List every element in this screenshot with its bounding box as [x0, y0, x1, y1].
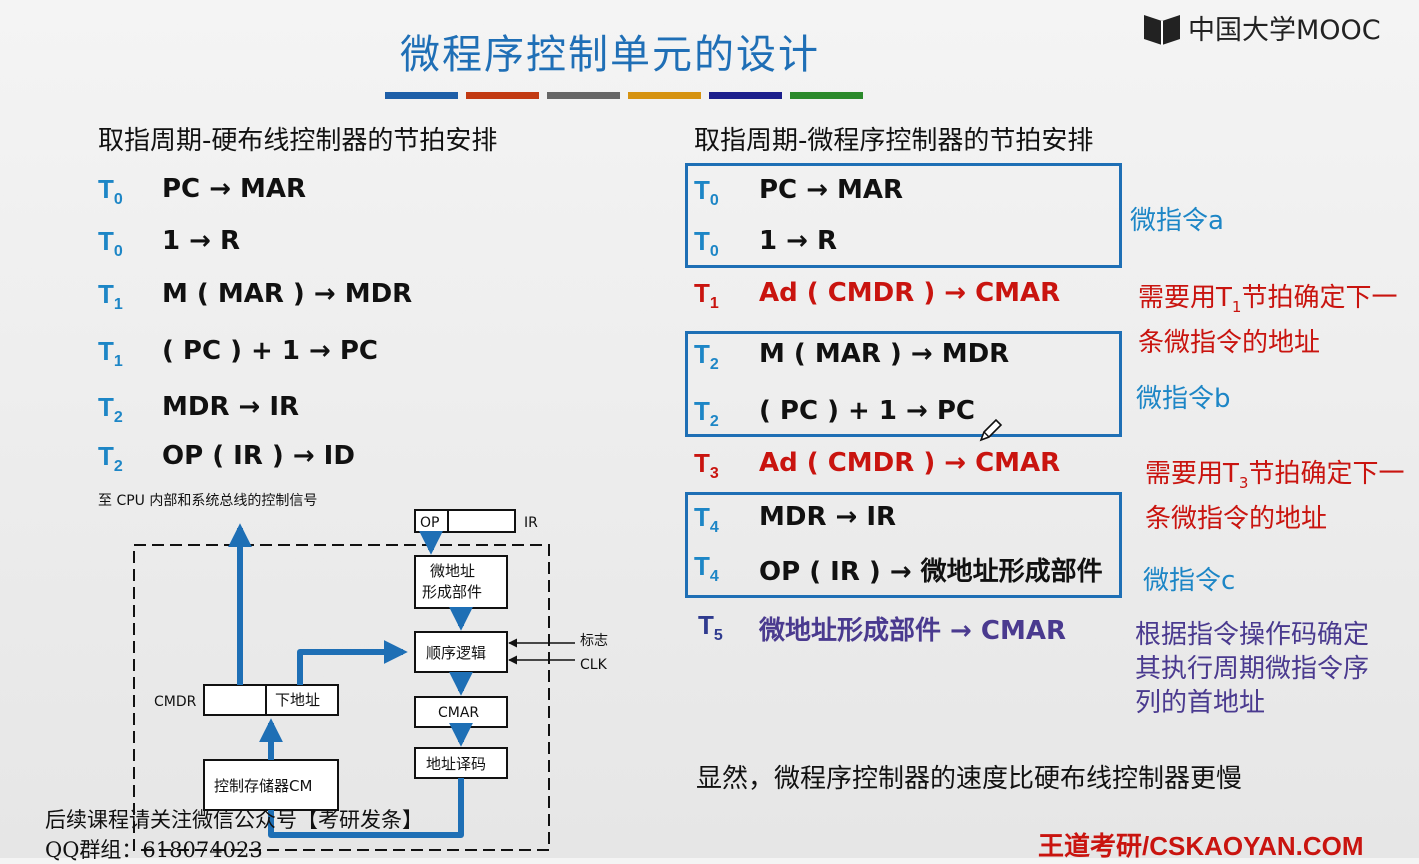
micro-instruction-c-box [685, 492, 1122, 598]
logo-text: 中国大学MOOC [1188, 15, 1381, 46]
controller-boundary [133, 544, 550, 851]
right-t-label: T2 [694, 339, 719, 374]
micro-instruction-a-label: 微指令a [1130, 206, 1224, 236]
op-field-label: OP [420, 515, 439, 531]
accent-bar [385, 92, 458, 99]
cmar-label: CMAR [438, 705, 479, 721]
mooc-logo: 中国大学MOOC [1142, 8, 1381, 47]
right-stmt: M ( MAR ) → MDR [759, 339, 1010, 369]
right-t-label: T4 [694, 551, 719, 586]
right-stmt: 微地址形成部件 → CMAR [759, 616, 1066, 646]
right-t-label: T1 [694, 278, 719, 313]
cmdr-register [203, 684, 339, 716]
note-t1: 需要用T1节拍确定下一条微指令的地址 [1138, 283, 1398, 359]
cmdr-label: CMDR [154, 694, 197, 710]
accent-bar [709, 92, 782, 99]
accent-bar [547, 92, 620, 99]
sequence-logic-label: 顺序逻辑 [426, 644, 486, 662]
micro-address-generator-label: 微地址 [430, 562, 475, 580]
accent-bar [628, 92, 701, 99]
address-decoder-label: 地址译码 [426, 755, 486, 773]
left-stmt: OP ( IR ) → ID [162, 441, 355, 471]
overlay-wechat-text: 后续课程请关注微信公众号【考研发条】 [45, 808, 423, 832]
micro-address-generator-label: 形成部件 [422, 583, 482, 601]
micro-instruction-a-box [685, 163, 1122, 268]
pen-cursor-icon [979, 418, 1003, 442]
right-t-label: T5 [698, 610, 723, 645]
right-stmt: ( PC ) + 1 → PC [759, 396, 976, 426]
overlay-qq-text: QQ群组：618074023 [45, 838, 263, 862]
left-stmt: M ( MAR ) → MDR [162, 279, 413, 309]
left-t-label: T1 [98, 336, 123, 371]
accent-bar [466, 92, 539, 99]
control-store [203, 759, 339, 811]
left-stmt: 1 → R [162, 226, 240, 256]
left-stmt: PC → MAR [162, 174, 307, 204]
right-t-label: T2 [694, 396, 719, 431]
sequence-logic [414, 631, 508, 673]
right-stmt: Ad ( CMDR ) → CMAR [759, 278, 1061, 308]
control-store-label: 控制存储器CM [214, 777, 312, 795]
left-t-label: T1 [98, 279, 123, 314]
micro-instruction-b-box [685, 331, 1122, 437]
right-stmt: Ad ( CMDR ) → CMAR [759, 448, 1061, 478]
micro-address-generator [414, 555, 508, 609]
right-stmt: OP ( IR ) → 微地址形成部件 [759, 557, 1103, 587]
left-t-label: T0 [98, 174, 123, 209]
left-heading: 取指周期-硬布线控制器的节拍安排 [98, 126, 498, 156]
left-t-label: T0 [98, 226, 123, 261]
clk-label: CLK [580, 657, 608, 673]
left-t-label: T2 [98, 392, 123, 427]
right-heading: 取指周期-微程序控制器的节拍安排 [694, 126, 1094, 156]
left-stmt: ( PC ) + 1 → PC [162, 336, 379, 366]
note-t3: 需要用T3节拍确定下一条微指令的地址 [1145, 459, 1405, 535]
right-t-label: T0 [694, 175, 719, 210]
flag-label: 标志 [580, 633, 608, 649]
right-stmt: PC → MAR [759, 175, 904, 205]
book-icon [1144, 14, 1180, 45]
note-opcode: 根据指令操作码确定其执行周期微指令序列的首地址 [1135, 620, 1370, 718]
right-stmt: MDR → IR [759, 502, 897, 532]
micro-instruction-b-label: 微指令b [1136, 384, 1231, 414]
ir-label: IR [524, 515, 538, 531]
page-title: 微程序控制单元的设计 [400, 32, 820, 78]
right-t-label: T4 [694, 502, 719, 537]
ir-register [414, 509, 516, 533]
right-t-label: T3 [694, 448, 719, 483]
next-address-label: 下地址 [275, 691, 320, 709]
control-signal-label: 至 CPU 内部和系统总线的控制信号 [98, 493, 317, 509]
right-stmt: 1 → R [759, 226, 837, 256]
accent-bar [790, 92, 863, 99]
conclusion-text: 显然，微程序控制器的速度比硬布线控制器更慢 [696, 764, 1243, 794]
right-t-label: T0 [694, 226, 719, 261]
left-t-label: T2 [98, 441, 123, 476]
accent-bars [385, 92, 863, 99]
micro-instruction-c-label: 微指令c [1143, 566, 1236, 596]
left-stmt: MDR → IR [162, 392, 300, 422]
footer-brand: 王道考研/CSKAOYAN.COM [1038, 831, 1364, 861]
